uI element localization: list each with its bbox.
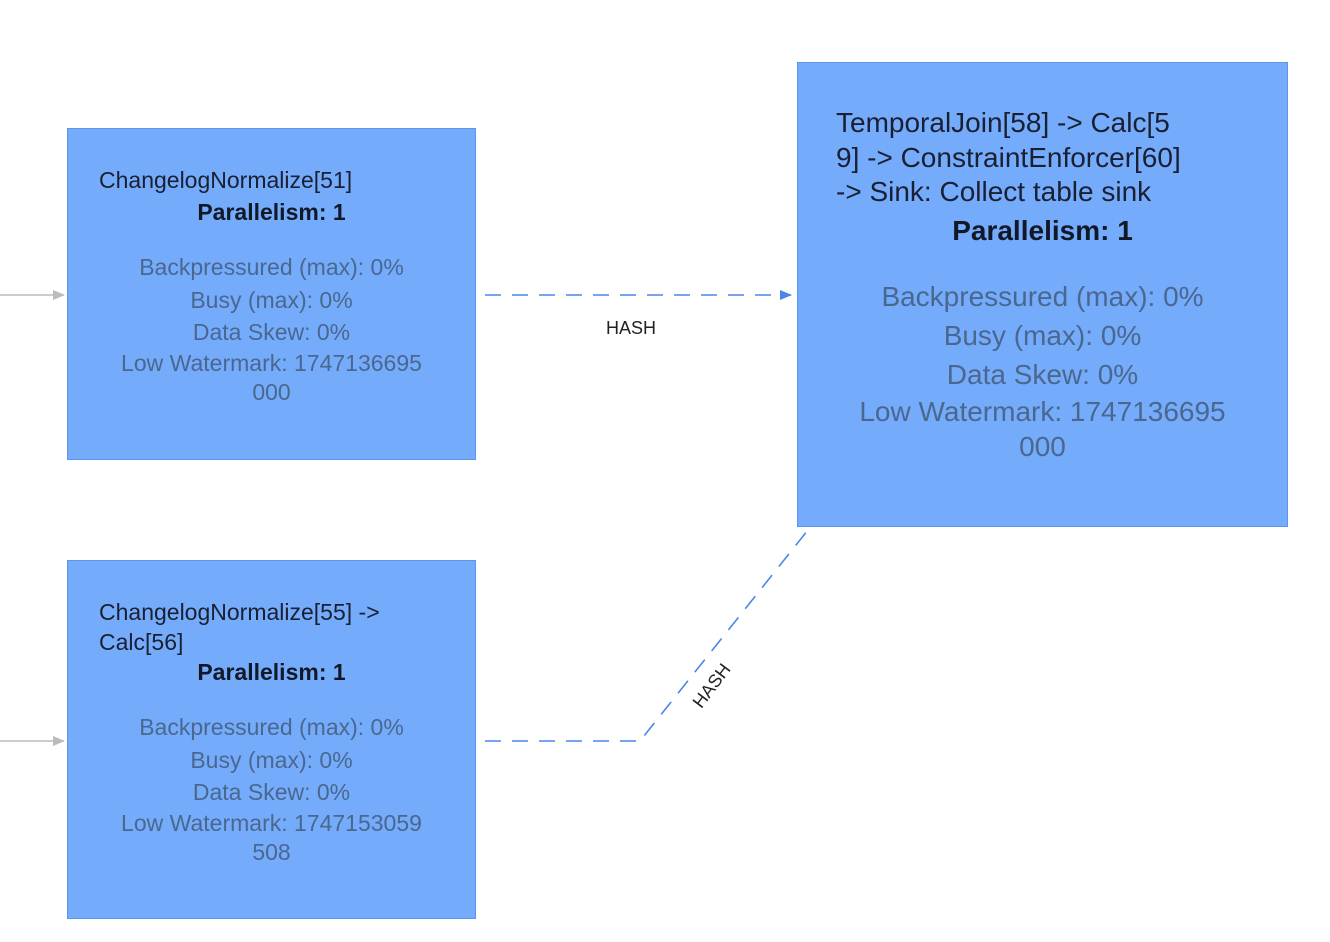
metric-backpressured: Backpressured (max): 0%	[139, 254, 404, 280]
metric-backpressured: Backpressured (max): 0%	[139, 714, 404, 740]
node-metrics: Backpressured (max): 0% Busy (max): 0% D…	[798, 277, 1287, 464]
edge-hash-bottom[interactable]	[485, 529, 809, 742]
node-title: ChangelogNormalize[51]	[99, 167, 353, 193]
node-parallelism: Parallelism: 1	[197, 659, 346, 685]
node-parallelism: Parallelism: 1	[952, 215, 1133, 246]
edge-label-hash-top: HASH	[606, 318, 657, 338]
metric-busy: Busy (max): 0%	[190, 746, 353, 773]
metric-low-watermark: Low Watermark: 1747136695 000	[859, 396, 1226, 462]
node-changelog-normalize-55-calc[interactable]: ChangelogNormalize[55] -> Calc[56] Paral…	[67, 560, 476, 919]
node-temporal-join-sink[interactable]: TemporalJoin[58] -> Calc[5 9] -> Constra…	[797, 62, 1288, 527]
node-title: ChangelogNormalize[55] -> Calc[56]	[99, 599, 380, 655]
metric-backpressured: Backpressured (max): 0%	[881, 281, 1204, 312]
node-title: TemporalJoin[58] -> Calc[5 9] -> Constra…	[836, 107, 1181, 207]
metric-busy: Busy (max): 0%	[190, 286, 353, 313]
metric-busy: Busy (max): 0%	[943, 320, 1142, 351]
node-metrics: Backpressured (max): 0% Busy (max): 0% D…	[68, 711, 475, 867]
node-changelog-normalize-51[interactable]: ChangelogNormalize[51] Parallelism: 1 Ba…	[67, 128, 476, 460]
metric-low-watermark: Low Watermark: 1747153059 508	[121, 809, 422, 865]
node-parallelism: Parallelism: 1	[197, 199, 346, 225]
metric-low-watermark: Low Watermark: 1747136695 000	[121, 349, 422, 405]
metric-data-skew: Data Skew: 0%	[946, 359, 1139, 390]
node-metrics: Backpressured (max): 0% Busy (max): 0% D…	[68, 251, 475, 407]
metric-data-skew: Data Skew: 0%	[192, 319, 351, 346]
metric-data-skew: Data Skew: 0%	[192, 779, 351, 806]
